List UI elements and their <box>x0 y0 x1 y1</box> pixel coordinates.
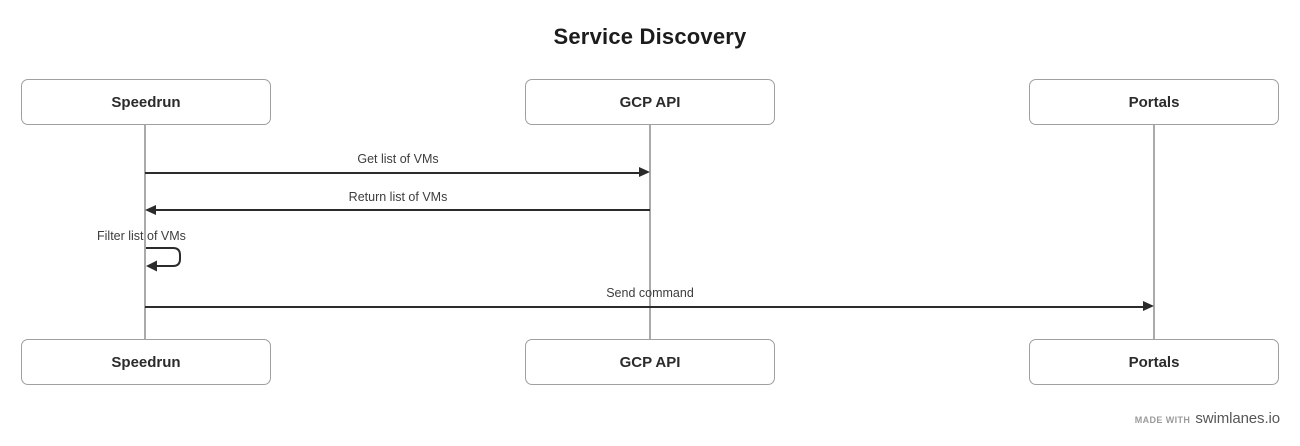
participant-footer-gcp-api[interactable]: GCP API <box>525 339 775 385</box>
footer-brand-link[interactable]: swimlanes.io <box>1195 410 1280 427</box>
page-title: Service Discovery <box>553 24 747 49</box>
arrowhead-right-icon <box>639 167 650 177</box>
lifeline-gcp-api <box>649 125 651 339</box>
self-message-loop-filter-list-of-vms <box>145 244 193 281</box>
self-loop-icon <box>146 247 181 272</box>
message-label-get-list-of-vms: Get list of VMs <box>357 152 439 166</box>
message-label-filter-list-of-vms: Filter list of VMs <box>97 229 186 243</box>
message-arrow-return-list-of-vms <box>156 209 650 211</box>
participant-footer-speedrun[interactable]: Speedrun <box>21 339 271 385</box>
lifeline-speedrun <box>144 125 146 339</box>
message-label-return-list-of-vms: Return list of VMs <box>348 190 448 204</box>
participant-label: Speedrun <box>111 93 181 111</box>
message-arrow-get-list-of-vms <box>145 172 639 174</box>
participant-label: Portals <box>1128 353 1180 371</box>
participant-label: GCP API <box>619 93 681 111</box>
footer-made-with-label: MADE WITH <box>1134 415 1191 425</box>
message-label-send-command: Send command <box>606 286 694 300</box>
footer-credit[interactable]: MADE WITH swimlanes.io <box>1135 410 1280 427</box>
lifeline-portals <box>1153 125 1155 339</box>
participant-footer-portals[interactable]: Portals <box>1029 339 1279 385</box>
participant-label: Speedrun <box>111 353 181 371</box>
participant-label: Portals <box>1128 93 1180 111</box>
participant-header-portals[interactable]: Portals <box>1029 79 1279 125</box>
arrowhead-right-icon <box>1143 301 1154 311</box>
arrowhead-left-icon <box>145 205 156 215</box>
participant-header-speedrun[interactable]: Speedrun <box>21 79 271 125</box>
message-arrow-send-command <box>145 306 1143 308</box>
participant-header-gcp-api[interactable]: GCP API <box>525 79 775 125</box>
participant-label: GCP API <box>619 353 681 371</box>
